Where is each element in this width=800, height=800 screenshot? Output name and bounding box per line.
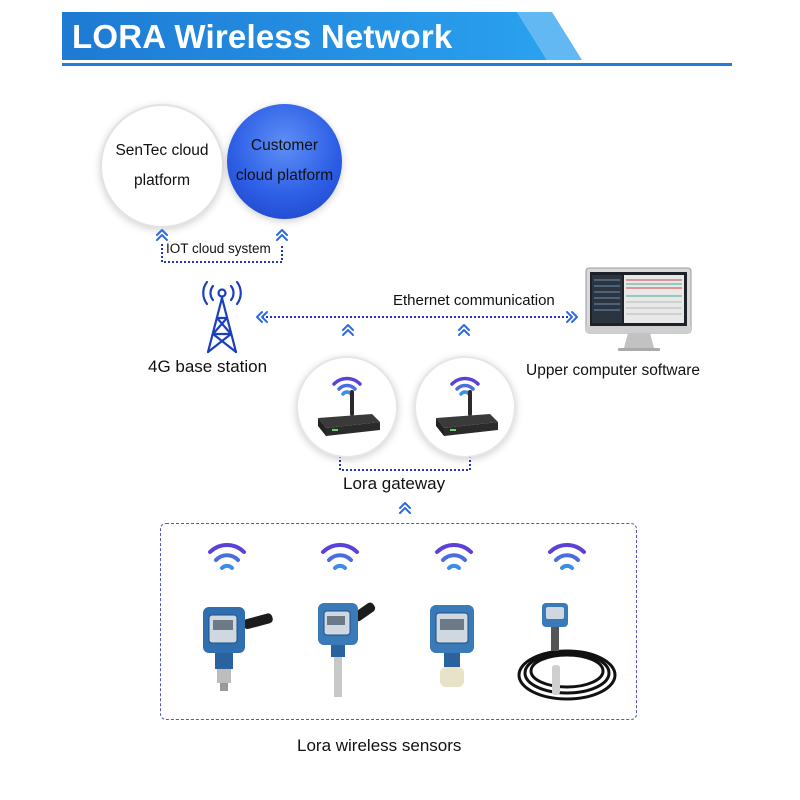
page-title: LORA Wireless Network bbox=[72, 18, 453, 55]
chevron-right-icon bbox=[566, 311, 578, 323]
sensors-label: Lora wireless sensors bbox=[297, 736, 462, 755]
monitor-icon bbox=[585, 267, 692, 351]
chevron-left-icon bbox=[256, 311, 268, 323]
customer-cloud-label-line1: Customer bbox=[250, 137, 319, 154]
gateway-router-icon bbox=[318, 390, 380, 436]
sentec-cloud-label-line2: platform bbox=[134, 172, 190, 189]
upper-computer-software-label: Upper computer software bbox=[526, 362, 701, 379]
customer-cloud-platform-circle: Customer cloud platform bbox=[227, 104, 342, 219]
ethernet-communication-label: Ethernet communication bbox=[393, 292, 555, 309]
tower-icon bbox=[202, 280, 242, 354]
sensors-group-box bbox=[160, 523, 637, 720]
pressure-transmitter-icon bbox=[203, 607, 273, 691]
customer-cloud-label-line2: cloud platform bbox=[235, 167, 334, 184]
chevron-up-icon bbox=[399, 502, 411, 514]
title-banner bbox=[62, 12, 732, 66]
sentec-cloud-platform-circle: SenTec cloud platform bbox=[100, 104, 224, 228]
iot-cloud-system-label: IOT cloud system bbox=[164, 241, 273, 256]
chevron-up-icon bbox=[156, 229, 168, 241]
gateway-router-icon bbox=[436, 390, 498, 436]
base-station-label: 4G base station bbox=[148, 357, 268, 376]
wifi-signal-icon bbox=[208, 542, 246, 570]
level-transmitter-icon bbox=[517, 603, 617, 701]
gateway-circle bbox=[296, 356, 398, 458]
gateway-circle bbox=[414, 356, 516, 458]
gateway-label: Lora gateway bbox=[343, 474, 446, 493]
chevron-up-icon bbox=[342, 324, 354, 336]
sensor-wifi-row bbox=[208, 542, 586, 570]
wifi-signal-icon bbox=[548, 542, 586, 570]
chevron-up-icon bbox=[458, 324, 470, 336]
pressure-transmitter-icon bbox=[318, 602, 376, 697]
sentec-cloud-label-line1: SenTec cloud bbox=[115, 142, 209, 159]
wifi-signal-icon bbox=[435, 542, 473, 570]
wifi-signal-icon bbox=[321, 542, 359, 570]
chevron-up-icon bbox=[276, 229, 288, 241]
pressure-transmitter-icon bbox=[430, 605, 474, 687]
